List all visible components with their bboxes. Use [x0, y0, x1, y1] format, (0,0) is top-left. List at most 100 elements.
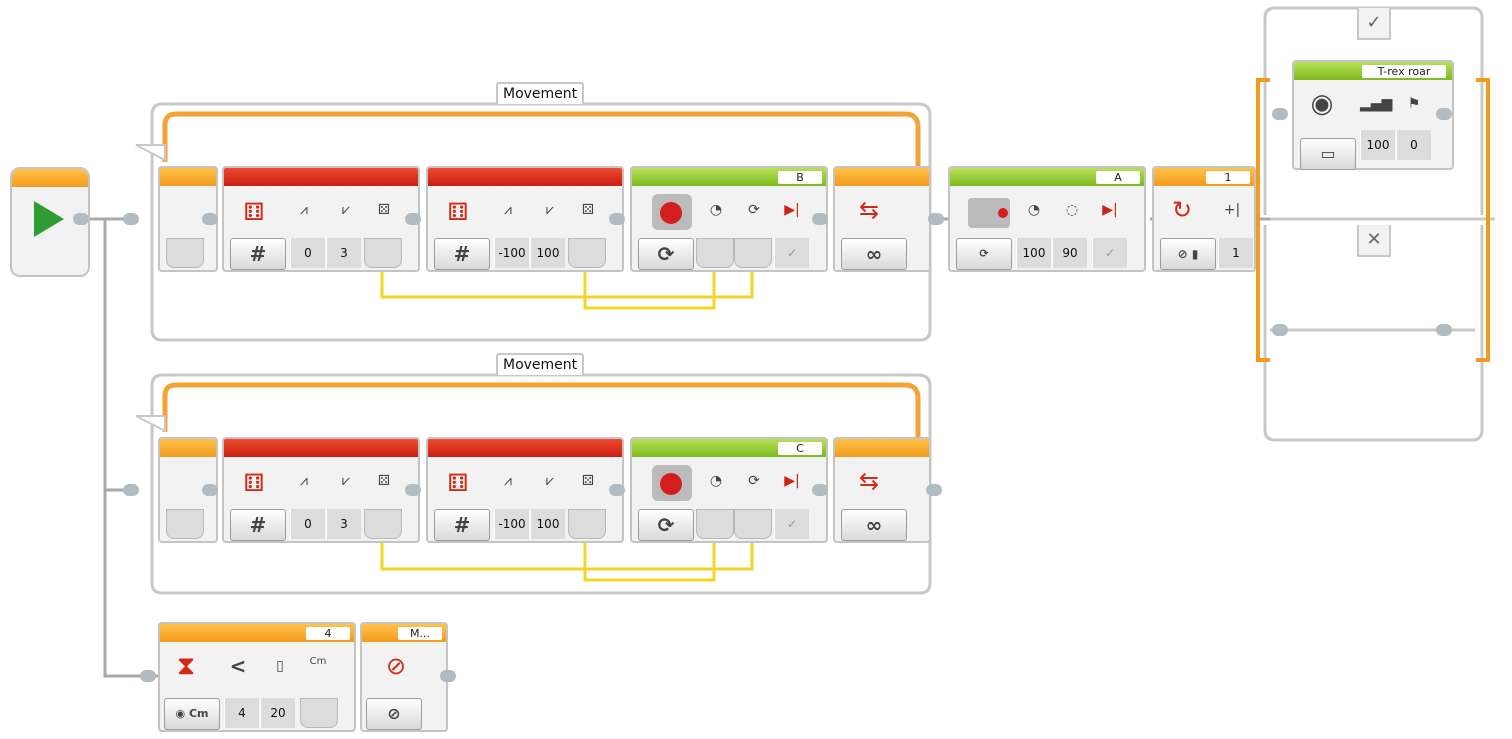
medium-motor-connector[interactable]: [928, 213, 944, 225]
sensor-mode-button[interactable]: ⊘ ▮: [1160, 238, 1216, 270]
random-2-connector[interactable]: [405, 213, 421, 225]
medium-motor-port[interactable]: A: [1096, 171, 1140, 184]
loop-interrupt-name[interactable]: M...: [398, 627, 442, 640]
motor-mode-button[interactable]: ⟳: [638, 509, 694, 541]
loop-index-plug[interactable]: [166, 509, 204, 539]
large-motor-icon: [652, 194, 692, 230]
switch-true-tab[interactable]: ✓: [1357, 8, 1391, 40]
motor-mode-button[interactable]: ⟳: [956, 238, 1012, 270]
upper-bound-value[interactable]: 3: [326, 238, 361, 268]
upper-bound-value[interactable]: 100: [530, 509, 565, 539]
brake-value[interactable]: ✓: [774, 238, 809, 268]
loop-2-end[interactable]: ⇆ ∞: [833, 437, 931, 543]
threshold-value[interactable]: 1: [1218, 238, 1253, 268]
random-3-header: [224, 439, 418, 457]
number-mode-button[interactable]: #: [230, 509, 286, 541]
wait-output-plug[interactable]: [300, 698, 338, 728]
lower-bound-value[interactable]: 0: [290, 509, 325, 539]
lower-bound-icon: ⩘: [504, 202, 512, 218]
volume-value[interactable]: 100: [1360, 130, 1395, 160]
power-plug[interactable]: [696, 238, 734, 268]
random-block-4[interactable]: ⚅ ⩘ ⩗ ⚄ # -100 100: [426, 437, 624, 543]
loop-2-input-connector[interactable]: [123, 484, 139, 496]
loop-interrupt-block[interactable]: M... ⊘ ⊘: [360, 622, 448, 732]
loop-1-input-connector[interactable]: [123, 213, 139, 225]
random-4-output-plug[interactable]: [568, 509, 606, 539]
rotations-plug[interactable]: [734, 238, 772, 268]
random-1-connector[interactable]: [202, 213, 218, 225]
brake-value[interactable]: ✓: [774, 509, 809, 539]
result-dice-icon: ⚄: [377, 202, 391, 218]
power-plug[interactable]: [696, 509, 734, 539]
sound-block[interactable]: T-rex roar ◉ ▂▄▆ ⚑ ▭ 100 0: [1292, 60, 1454, 170]
lower-bound-value[interactable]: -100: [494, 238, 529, 268]
false-case-out-connector[interactable]: [1436, 324, 1452, 336]
volume-icon: ▂▄▆: [1360, 96, 1393, 112]
wait-input-connector[interactable]: [140, 670, 156, 682]
rotations-icon: ⟳: [748, 202, 760, 218]
upper-bound-value[interactable]: 100: [530, 238, 565, 268]
loop-interrupt-mode-button[interactable]: ⊘: [366, 698, 422, 730]
loop-mode-button[interactable]: ∞: [841, 238, 907, 270]
number-mode-button[interactable]: #: [230, 238, 286, 270]
power-value[interactable]: 100: [1016, 238, 1051, 268]
start-header: [12, 169, 88, 187]
loop-mode-button[interactable]: ∞: [841, 509, 907, 541]
medium-motor-block-a[interactable]: A ◔ ◌ ▶| ⟳ 100 90 ✓: [948, 166, 1146, 272]
sound-file-button[interactable]: ▭: [1300, 138, 1356, 170]
start-output-connector[interactable]: [73, 213, 89, 225]
degrees-value[interactable]: 90: [1052, 238, 1087, 268]
threshold-value[interactable]: 20: [260, 698, 295, 728]
switch-block-sensor[interactable]: 1 ↻ +| ⊘ ▮ 1: [1152, 166, 1256, 272]
switch-port[interactable]: 1: [1206, 171, 1250, 184]
random-block-2[interactable]: ⚅ ⩘ ⩗ ⚄ # -100 100: [426, 166, 624, 272]
random-3-output-plug[interactable]: [364, 509, 402, 539]
large-motor-block-c[interactable]: C ◔ ⟳ ▶| ⟳ ✓: [630, 437, 828, 543]
motor-mode-button[interactable]: ⟳: [638, 238, 694, 270]
number-mode-button[interactable]: #: [434, 238, 490, 270]
loop-index-plug[interactable]: [166, 238, 204, 268]
loop-1-end-connector[interactable]: [812, 213, 828, 225]
random-block-1[interactable]: ⚅ ⩘ ⩗ ⚄ # 0 3: [222, 166, 420, 272]
lower-bound-value[interactable]: -100: [494, 509, 529, 539]
comparison-value[interactable]: 4: [224, 698, 259, 728]
motor-c-header: [632, 439, 826, 457]
loop-1-start[interactable]: [158, 166, 218, 272]
loop-interrupt-icon: ⊘: [385, 652, 407, 680]
loop-arrows: [162, 111, 921, 438]
random-3-connector[interactable]: [202, 484, 218, 496]
motor-b-connector[interactable]: [609, 213, 625, 225]
large-motor-block-b[interactable]: B ◔ ⟳ ▶| ⟳ ✓: [630, 166, 828, 272]
random-4-connector[interactable]: [405, 484, 421, 496]
threshold-icon: +|: [1223, 202, 1241, 218]
sensor-mode-button[interactable]: ◉ Cm: [164, 698, 220, 730]
switch-false-tab[interactable]: ✕: [1357, 225, 1391, 257]
loop-2-end-header: [835, 439, 929, 457]
rotations-plug[interactable]: [734, 509, 772, 539]
sound-file-name[interactable]: T-rex roar: [1362, 65, 1446, 78]
sound-input-connector[interactable]: [1272, 108, 1288, 120]
wait-port[interactable]: 4: [306, 627, 350, 640]
wait-ultrasonic-block[interactable]: 4 ⧗ < ▯ Cm ◉ Cm 4 20: [158, 622, 356, 732]
loop-interrupt-output-connector[interactable]: [440, 670, 456, 682]
random-1-output-plug[interactable]: [364, 238, 402, 268]
motor-c-port[interactable]: C: [778, 442, 822, 455]
number-mode-button[interactable]: #: [434, 509, 490, 541]
false-case-in-connector[interactable]: [1272, 324, 1288, 336]
loop-2-end-connector[interactable]: [812, 484, 828, 496]
play-type-value[interactable]: 0: [1396, 130, 1431, 160]
motor-b-port[interactable]: B: [778, 171, 822, 184]
loop-1-end[interactable]: ⇆ ∞: [833, 166, 931, 272]
loop-2-label[interactable]: Movement: [496, 353, 585, 375]
lower-bound-value[interactable]: 0: [290, 238, 325, 268]
loop-1-label[interactable]: Movement: [496, 82, 585, 104]
brake-value[interactable]: ✓: [1092, 238, 1127, 268]
motor-c-connector[interactable]: [609, 484, 625, 496]
brake-icon: ▶|: [1102, 202, 1118, 218]
sound-output-connector[interactable]: [1436, 108, 1452, 120]
upper-bound-icon: ⩗: [546, 202, 554, 218]
random-block-3[interactable]: ⚅ ⩘ ⩗ ⚄ # 0 3: [222, 437, 420, 543]
random-2-output-plug[interactable]: [568, 238, 606, 268]
loop-2-output-connector[interactable]: [926, 484, 942, 496]
upper-bound-value[interactable]: 3: [326, 509, 361, 539]
